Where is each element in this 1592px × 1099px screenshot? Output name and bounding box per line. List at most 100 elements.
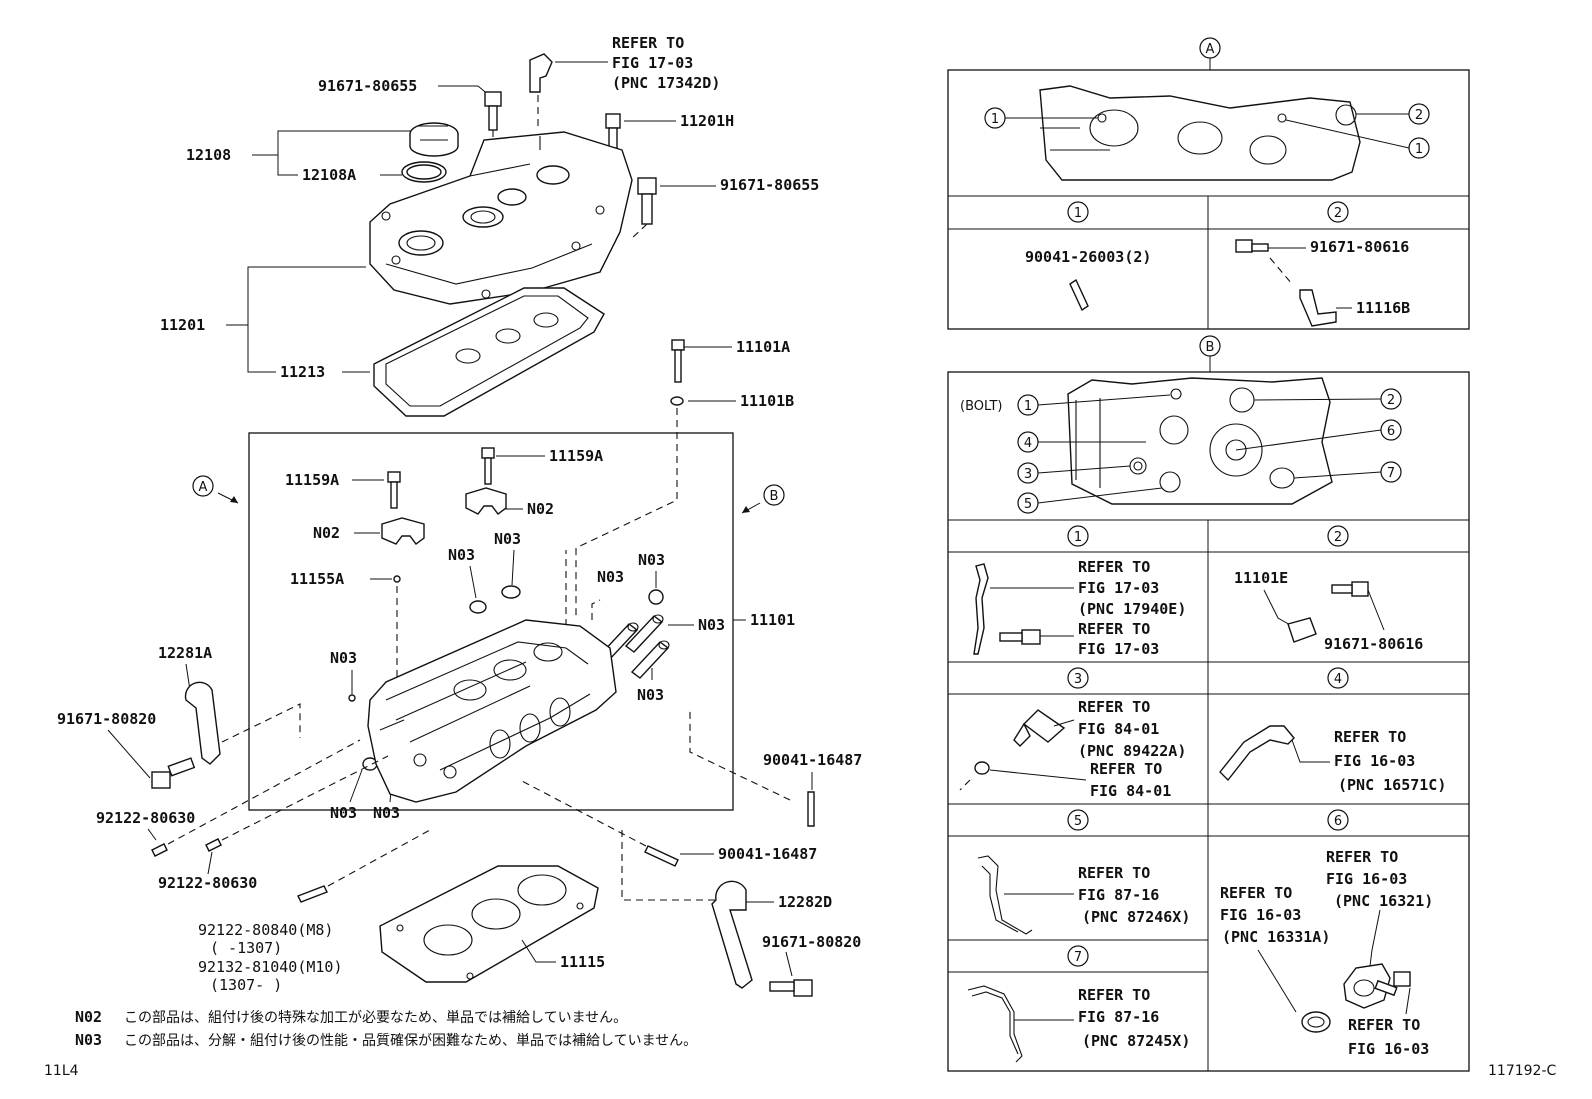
label-11159A-a: 11159A — [549, 447, 603, 465]
svg-text:REFER TO: REFER TO — [1090, 760, 1162, 778]
label-92132-81040-range: (1307- ) — [210, 976, 282, 994]
svg-text:1: 1 — [1415, 142, 1423, 157]
svg-text:(PNC 16571C): (PNC 16571C) — [1338, 776, 1446, 794]
bolt-91671-80655-b — [629, 177, 657, 241]
svg-text:7: 7 — [1387, 466, 1395, 481]
gasket-ring-12108A — [401, 161, 447, 183]
svg-text:A: A — [199, 480, 208, 495]
head-cover-gasket-11213 — [373, 287, 605, 417]
svg-text:3: 3 — [1074, 672, 1082, 687]
svg-text:REFER TO: REFER TO — [1348, 1016, 1420, 1034]
svg-text:1: 1 — [1024, 399, 1032, 414]
marker-a: A — [192, 475, 239, 504]
refer-fig-17-03-top: REFER TO FIG 17-03 (PNC 17342D) — [555, 34, 720, 92]
note-text-N03: この部品は、分解・組付け後の性能・品質確保が困難なため、単品では補給していません… — [124, 1033, 697, 1049]
pipe-part-b7 — [967, 985, 1023, 1063]
bolt-11201H — [605, 113, 621, 175]
svg-text:B: B — [770, 489, 779, 504]
svg-text:1: 1 — [1074, 206, 1082, 221]
label-12282D: 12282D — [778, 893, 832, 911]
svg-text:6: 6 — [1334, 814, 1342, 829]
part-11101E — [1287, 617, 1317, 643]
stud-92122-80840 — [297, 885, 328, 903]
stud-92122-80630-a — [151, 843, 168, 857]
svg-text:REFER TO: REFER TO — [1220, 884, 1292, 902]
label-N03-i: N03 — [373, 804, 400, 822]
label-N03-g: N03 — [330, 649, 357, 667]
svg-text:(PNC 16321): (PNC 16321) — [1334, 892, 1433, 910]
sensor-part-b3 — [1022, 709, 1066, 743]
panel-a-part-90041-26003: 90041-26003(2) — [1025, 248, 1151, 266]
svg-text:6: 6 — [1387, 424, 1395, 439]
bearing-cap-N02-a — [465, 487, 507, 515]
label-91671-80655-b: 91671-80655 — [720, 176, 819, 194]
seal-N03-b — [501, 585, 521, 599]
bolt-91671-80820-b — [769, 979, 813, 997]
note-code-N02: N02 — [75, 1008, 102, 1026]
bolt-11159A-a — [481, 447, 495, 485]
pipe-part-b5 — [977, 855, 1033, 935]
label-N03-a: N03 — [448, 546, 475, 564]
label-11101A: 11101A — [736, 338, 790, 356]
panel-b-part-91671-80616: 91671-80616 — [1324, 635, 1423, 653]
bolt-11101A — [671, 339, 685, 383]
label-12281A: 12281A — [158, 644, 212, 662]
panel-a-title: A — [1206, 42, 1215, 57]
cylinder-head-cover-11201 — [369, 131, 633, 305]
svg-text:FIG 16-03: FIG 16-03 — [1334, 752, 1415, 770]
engine-hanger-12282D — [711, 880, 753, 989]
svg-text:(PNC 87245X): (PNC 87245X) — [1082, 1032, 1190, 1050]
panel-a: A 1 2 1 1 2 90041-26003(2) 91671-80616 1… — [947, 37, 1470, 330]
bolt-part-b6 — [1374, 971, 1411, 997]
svg-text:FIG 84-01: FIG 84-01 — [1078, 720, 1159, 738]
svg-text:1: 1 — [1074, 530, 1082, 545]
svg-text:FIG 16-03: FIG 16-03 — [1348, 1040, 1429, 1058]
refer-line-3: (PNC 17342D) — [612, 74, 720, 92]
label-92122-80630-b: 92122-80630 — [158, 874, 257, 892]
washer-11101B — [670, 396, 684, 406]
label-11115: 11115 — [560, 953, 605, 971]
label-11101B: 11101B — [740, 392, 794, 410]
bolt-91671-80820-a — [151, 757, 196, 789]
svg-text:7: 7 — [1074, 950, 1082, 965]
svg-text:(PNC 87246X): (PNC 87246X) — [1082, 908, 1190, 926]
bracket-part-b1 — [973, 563, 989, 655]
seal-N03-a — [469, 600, 487, 614]
thermostat-part — [1301, 1011, 1331, 1033]
marker-b: B — [741, 484, 785, 514]
svg-text:REFER TO: REFER TO — [1078, 864, 1150, 882]
svg-text:(PNC 89422A): (PNC 89422A) — [1078, 742, 1186, 760]
label-N03-e: N03 — [698, 616, 725, 634]
stud-92122-80630-b — [205, 838, 222, 852]
label-12108A: 12108A — [302, 166, 356, 184]
svg-text:FIG 87-16: FIG 87-16 — [1078, 1008, 1159, 1026]
cylinder-head-box — [248, 432, 734, 811]
label-N02-a: N02 — [527, 500, 554, 518]
svg-text:2: 2 — [1334, 206, 1342, 221]
svg-text:2: 2 — [1415, 108, 1423, 123]
label-11101: 11101 — [750, 611, 795, 629]
label-90041-16487-a: 90041-16487 — [763, 751, 862, 769]
pin-11155A — [393, 575, 401, 583]
label-N03-c: N03 — [597, 568, 624, 586]
panel-b: B (BOLT) 1 4 3 5 2 6 7 1 — [947, 335, 1470, 1072]
note-code-N03: N03 — [75, 1031, 102, 1049]
footer-left-code: 11L4 — [44, 1063, 79, 1079]
label-11201H: 11201H — [680, 112, 734, 130]
label-91671-80655-a: 91671-80655 — [318, 77, 417, 95]
svg-text:REFER TO: REFER TO — [1078, 986, 1150, 1004]
svg-text:(PNC 17940E): (PNC 17940E) — [1078, 600, 1186, 618]
label-N03-h: N03 — [330, 804, 357, 822]
label-92132-81040: 92132-81040(M10) — [198, 958, 343, 976]
svg-text:FIG 17-03: FIG 17-03 — [1078, 640, 1159, 658]
cylinder-head-11101 — [367, 619, 617, 803]
note-text-N02: この部品は、組付け後の特殊な加工が必要なため、単品では補給していません。 — [124, 1010, 627, 1026]
refer-line-1: REFER TO — [612, 34, 684, 52]
svg-text:2: 2 — [1334, 530, 1342, 545]
label-11159A-b: 11159A — [285, 471, 339, 489]
svg-text:3: 3 — [1024, 467, 1032, 482]
svg-text:REFER TO: REFER TO — [1326, 848, 1398, 866]
svg-text:(PNC 16331A): (PNC 16331A) — [1222, 928, 1330, 946]
svg-text:FIG 16-03: FIG 16-03 — [1220, 906, 1301, 924]
